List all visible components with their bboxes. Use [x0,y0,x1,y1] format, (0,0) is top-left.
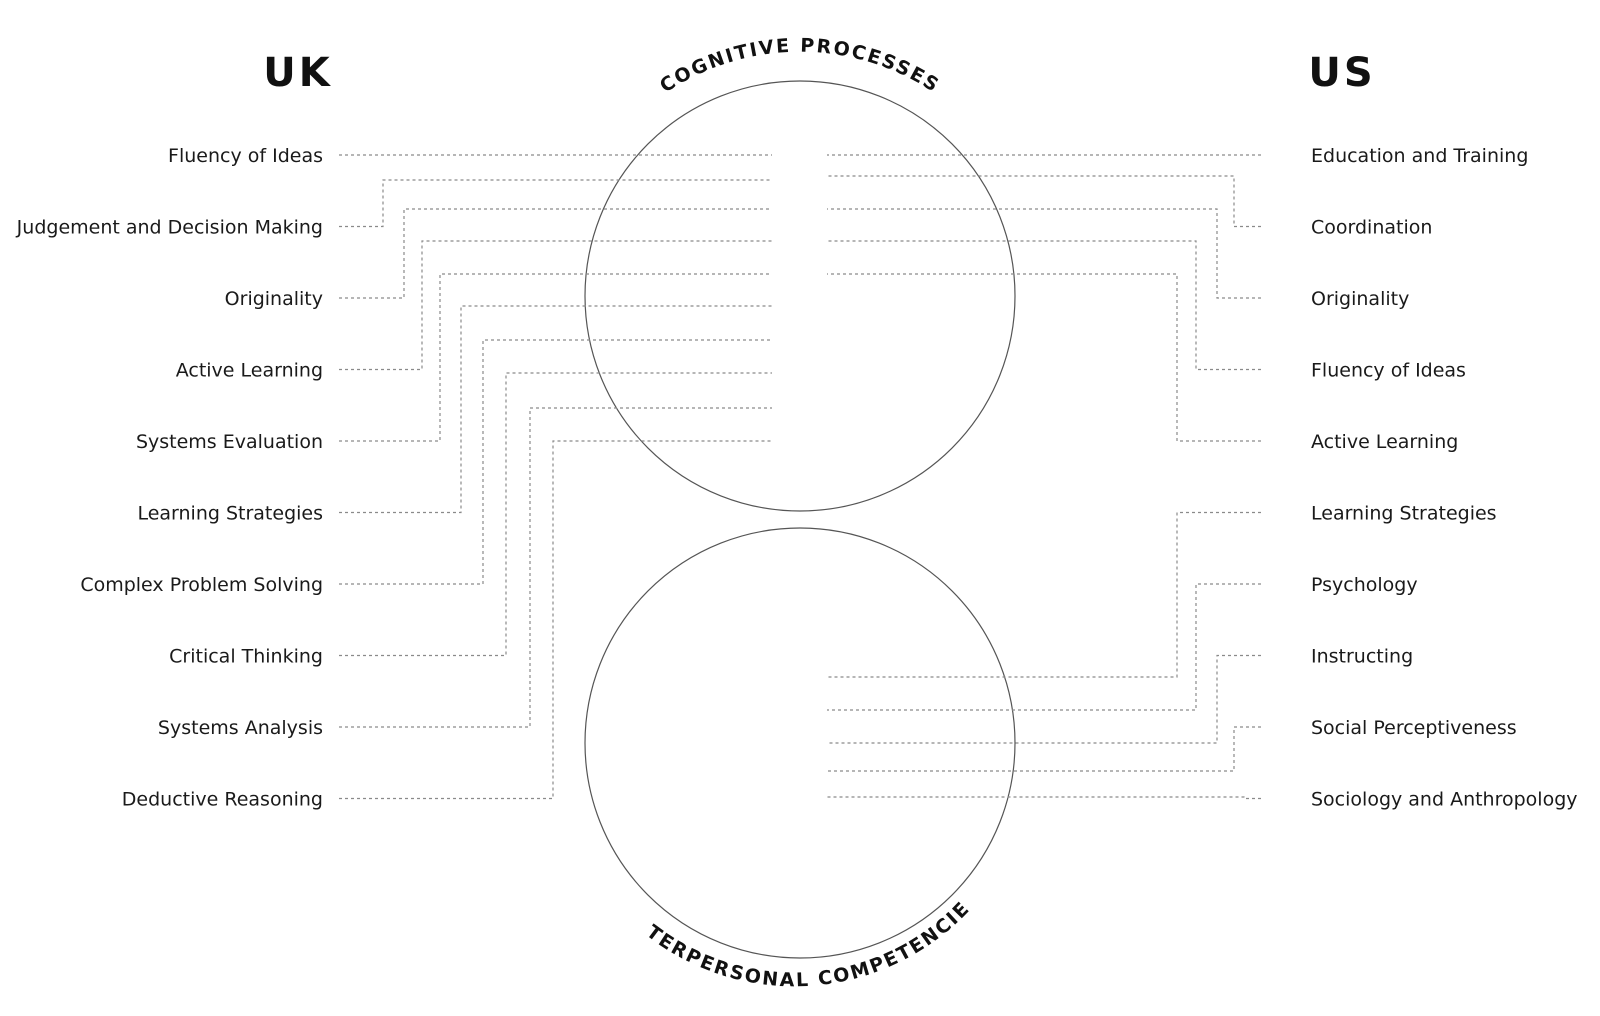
us-connector-psychology [827,583,1261,711]
us-skill-learning-strategies: Learning Strategies [1311,503,1497,525]
interpersonal-competencies-label-text: INTERPERSONAL COMPETENCIES [0,0,973,991]
uk-connector-critical-thinking [339,372,772,657]
uk-skill-systems-evaluation: Systems Evaluation [136,431,323,453]
us-skill-originality: Originality [1311,288,1409,310]
us-connector-learning-strategies [827,511,1261,678]
uk-skill-complex-problem-solving: Complex Problem Solving [80,574,323,596]
cognitive-processes-circle [584,80,1016,512]
uk-skill-systems-analysis: Systems Analysis [158,717,323,739]
us-connector-fluency-of-ideas [827,240,1261,371]
us-connector-social-perceptiveness [827,726,1261,772]
us-connector-instructing [827,654,1261,744]
uk-skill-critical-thinking: Critical Thinking [169,646,323,668]
us-skill-social-perceptiveness: Social Perceptiveness [1311,717,1517,739]
us-skill-list: Education and TrainingCoordinationOrigin… [1311,145,1578,811]
uk-connector-learning-strategies [339,305,772,514]
uk-skill-active-learning: Active Learning [176,360,323,382]
uk-skill-originality: Originality [225,288,323,310]
uk-heading: UK [263,50,332,96]
uk-connector-systems-analysis [339,407,772,728]
us-connector-sociology-and-anthropology [827,796,1261,800]
interpersonal-competencies-circle [584,527,1016,959]
uk-connector-systems-evaluation [339,273,772,442]
uk-skill-fluency-of-ideas: Fluency of Ideas [168,145,323,167]
uk-connector-originality [339,208,772,299]
cognitive-processes-label-text: COGNITIVE PROCESSES [656,35,942,98]
cognitive-processes-label: COGNITIVE PROCESSES [656,35,944,98]
us-connectors [827,154,1261,800]
uk-connector-complex-problem-solving [339,339,772,585]
us-heading: US [1308,50,1375,96]
us-connector-coordination [827,175,1261,228]
us-skill-instructing: Instructing [1311,646,1413,668]
us-skill-fluency-of-ideas: Fluency of Ideas [1311,360,1466,382]
us-skill-coordination: Coordination [1311,217,1432,239]
uk-connectors [339,154,772,800]
us-skill-active-learning: Active Learning [1311,431,1458,453]
uk-connector-judgement-and-decision-making [339,179,772,228]
us-skill-education-and-training: Education and Training [1311,145,1528,167]
uk-skill-learning-strategies: Learning Strategies [137,503,323,525]
us-skill-psychology: Psychology [1311,574,1418,596]
us-skill-sociology-and-anthropology: Sociology and Anthropology [1311,789,1578,811]
us-connector-active-learning [827,273,1261,442]
uk-connector-active-learning [339,240,772,371]
uk-skill-judgement-and-decision-making: Judgement and Decision Making [16,217,323,239]
uk-skill-deductive-reasoning: Deductive Reasoning [122,789,323,811]
interpersonal-competencies-label: INTERPERSONAL COMPETENCIES [0,0,973,991]
uk-connector-deductive-reasoning [339,440,772,800]
